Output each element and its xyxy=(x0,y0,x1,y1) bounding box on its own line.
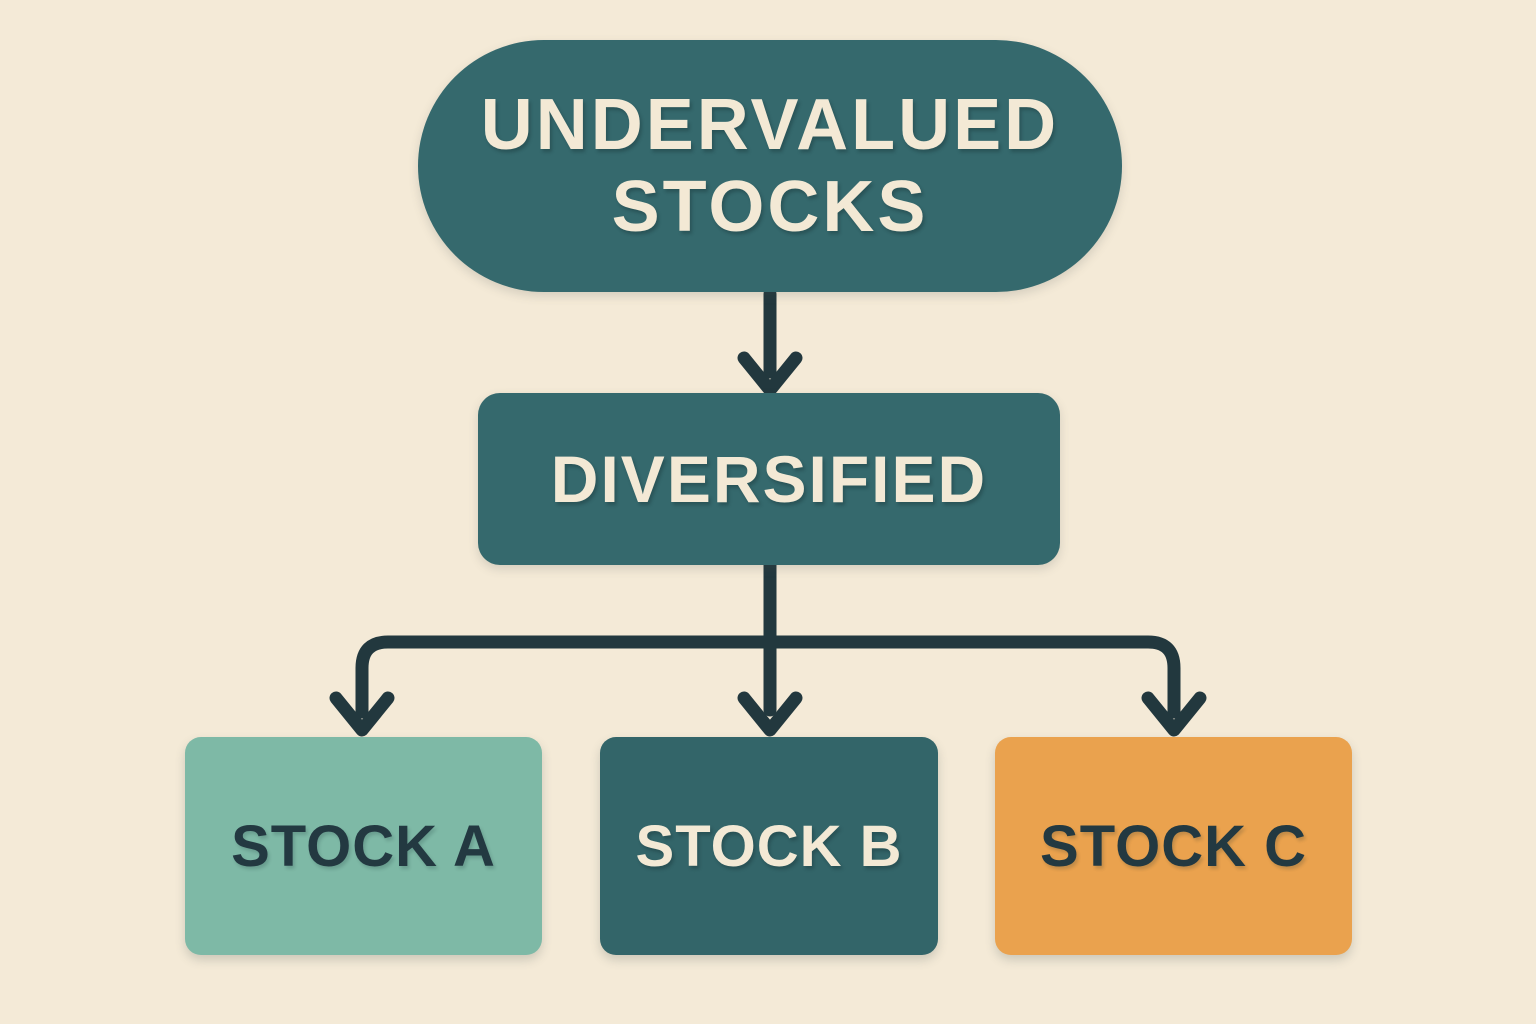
node-diversified-label: DIVERSIFIED xyxy=(550,442,988,516)
edge-branch-rail xyxy=(355,635,1181,719)
node-undervalued-stocks-label: UNDERVALUED STOCKS xyxy=(480,84,1060,247)
arrowhead-strategy-icon xyxy=(737,351,803,397)
node-diversified: DIVERSIFIED xyxy=(478,393,1060,565)
node-undervalued-stocks: UNDERVALUED STOCKS xyxy=(418,40,1122,292)
node-stock-a-label: STOCK A xyxy=(231,813,496,879)
arrowhead-stock-a-icon xyxy=(329,691,395,737)
node-stock-b-label: STOCK B xyxy=(635,813,903,879)
node-stock-b: STOCK B xyxy=(600,737,938,955)
arrowhead-stock-b-icon xyxy=(737,691,803,737)
arrowhead-stock-c-icon xyxy=(1141,691,1207,737)
node-stock-c: STOCK C xyxy=(995,737,1352,955)
node-stock-a: STOCK A xyxy=(185,737,542,955)
node-stock-c-label: STOCK C xyxy=(1040,813,1307,879)
